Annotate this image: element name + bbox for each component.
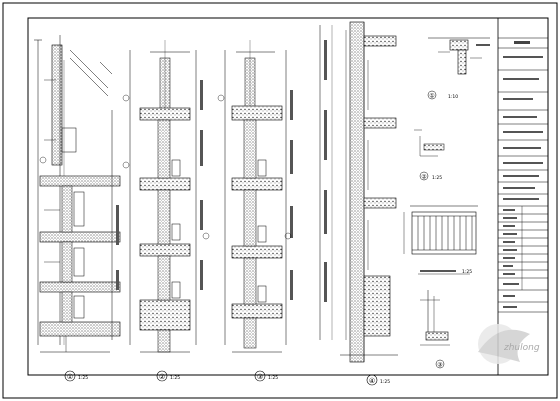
section-scale: 1:25 [170, 375, 180, 381]
watermark-logo: zhulong [478, 324, 540, 364]
railing-elevation: 1:25 [403, 205, 478, 275]
detail-scale: 1:10 [448, 94, 458, 100]
section-scale: 1:25 [78, 375, 88, 381]
section-scale: 1:25 [268, 375, 278, 381]
section-number: ④ [369, 377, 375, 385]
detail-number: ③ [437, 362, 442, 369]
detail-scale: 1:25 [462, 269, 472, 275]
detail-2: ② 1:25 [414, 129, 445, 181]
section-label-3: ③ 1:25 [254, 370, 278, 382]
section-number: ② [159, 373, 165, 381]
watermark-text: zhulong [503, 343, 540, 353]
title-block [497, 18, 548, 375]
detail-number: ① [429, 93, 434, 100]
section-scale: 1:25 [380, 379, 390, 385]
section-number: ① [67, 373, 73, 381]
section-label-2: ② 1:25 [156, 370, 180, 382]
detail-1: ① 1:10 [427, 37, 490, 100]
detail-3: ③ [420, 290, 450, 369]
wall-section-1 [34, 35, 121, 353]
detail-scale: 1:25 [432, 175, 442, 181]
section-label-1: ① 1:25 [64, 370, 88, 382]
section-label-4: ④ 1:25 [366, 374, 390, 386]
drawing-frame [27, 17, 549, 376]
section-number: ③ [257, 373, 263, 381]
detail-number: ② [421, 174, 427, 181]
wall-section-2 [122, 40, 210, 353]
wall-section-4 [319, 21, 398, 363]
wall-section-3 [217, 40, 293, 353]
